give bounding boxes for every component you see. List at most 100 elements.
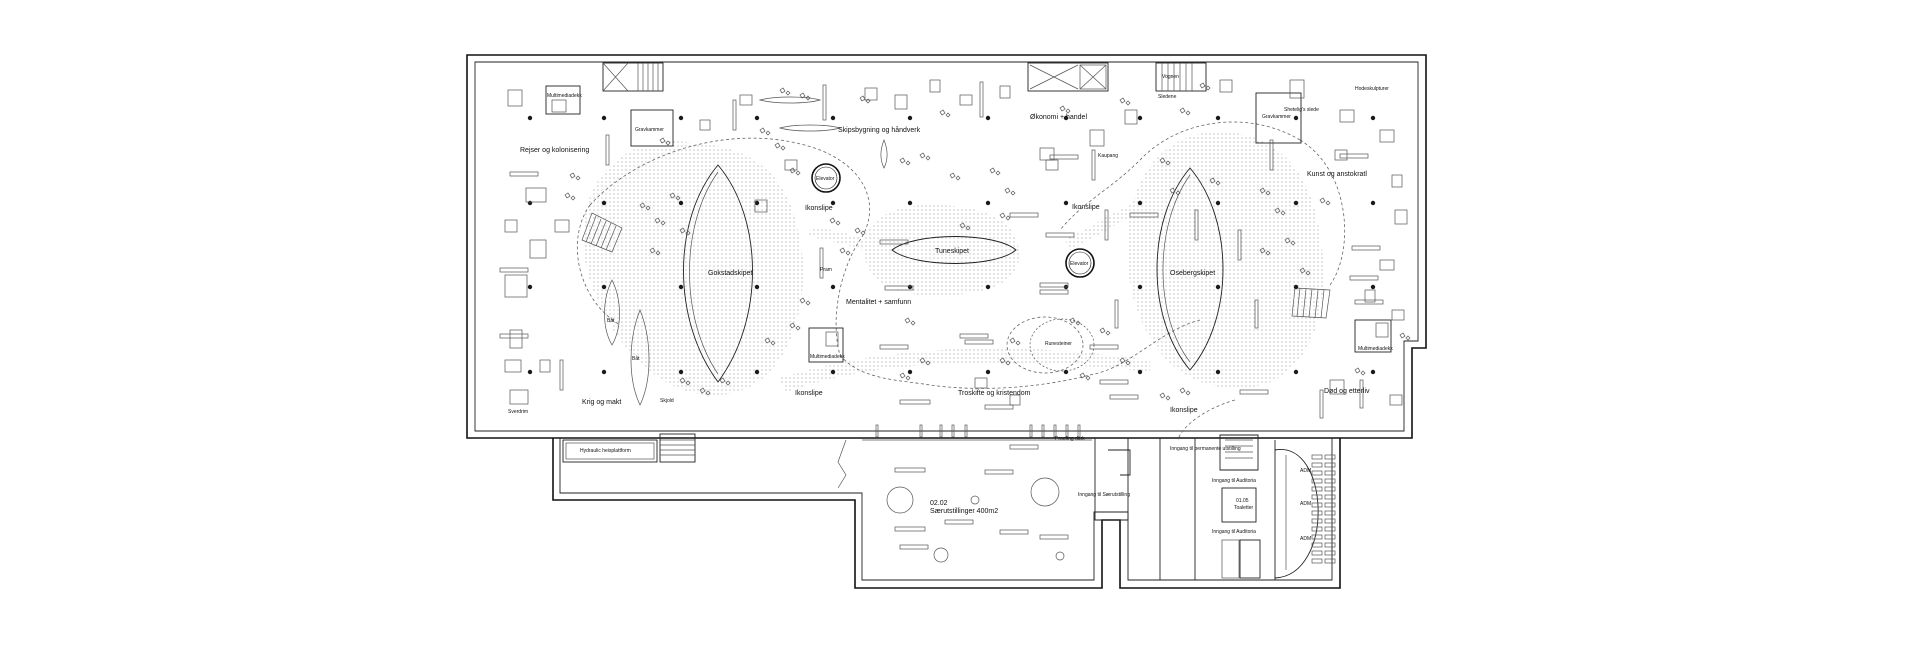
long-case <box>1339 153 1369 159</box>
artefact-mark <box>989 167 1001 176</box>
column <box>601 369 607 375</box>
lower-label-toilet-name: Toaletter <box>1234 505 1254 511</box>
artefact-mark <box>774 142 786 151</box>
artefact-mark <box>1004 187 1016 196</box>
artefact-mark <box>764 337 776 346</box>
artefact-mark <box>789 167 801 176</box>
column <box>985 369 991 375</box>
long-case <box>1009 212 1039 218</box>
artefact-mark <box>949 172 961 181</box>
display-case <box>504 359 522 373</box>
lower-label-inngang-saer: Inngang til Særutstilling <box>1078 492 1130 498</box>
tall-case <box>1319 389 1324 419</box>
artefact-mark <box>829 217 841 226</box>
room-label-ikonslipe-2: Ikonslipe <box>1072 204 1100 211</box>
display-case <box>525 187 547 203</box>
seat-row <box>1324 510 1336 516</box>
display-case <box>1045 159 1059 171</box>
tall-case <box>1194 209 1199 241</box>
artefact-mark <box>699 387 711 396</box>
top-stair-right <box>1155 62 1207 92</box>
zone-label-mentalitet: Mentalitet + samfunn <box>846 299 911 306</box>
artefact-mark <box>1299 267 1311 276</box>
artefact-mark <box>799 297 811 306</box>
elevator-left <box>811 163 841 193</box>
long-case <box>1239 389 1269 395</box>
lower-label-proofing: Proofing dark <box>1055 436 1085 442</box>
zone-label-dod: Død og etterliv <box>1324 388 1370 395</box>
display-case <box>1329 379 1345 395</box>
tall-case <box>1254 299 1259 329</box>
display-case <box>1089 129 1105 147</box>
multimedia-top-box <box>545 85 581 115</box>
multimedia-right-box <box>1354 319 1392 353</box>
display-case <box>1009 394 1021 406</box>
visitor-path <box>582 131 1324 396</box>
seat-row <box>1324 486 1336 492</box>
long-case <box>509 171 539 177</box>
lower-partition-mark <box>875 424 879 438</box>
artefact-mark <box>1209 177 1221 186</box>
artefact-mark <box>1274 207 1286 216</box>
display-case <box>929 79 941 93</box>
artefact-mark <box>839 247 851 256</box>
display-case <box>1379 259 1395 271</box>
lower-label-saer-code: 02.02 <box>930 500 948 507</box>
lower-case <box>944 519 974 525</box>
column <box>754 284 760 290</box>
small-boats <box>604 96 888 406</box>
column <box>985 200 991 206</box>
artefact-mark <box>899 372 911 381</box>
lower-label-saer-name: Særutstillinger 400m2 <box>930 508 998 515</box>
long-case <box>1045 232 1075 238</box>
display-case <box>864 87 878 101</box>
column <box>1293 284 1299 290</box>
display-case <box>539 359 551 373</box>
display-case <box>974 377 988 389</box>
column <box>1293 369 1299 375</box>
display-case <box>1339 109 1355 123</box>
column <box>678 284 684 290</box>
column <box>527 369 533 375</box>
long-case <box>1351 245 1381 251</box>
lower-partition-mark <box>1053 424 1057 438</box>
seat-row <box>1324 542 1336 548</box>
column <box>1063 369 1069 375</box>
artefact-mark <box>679 227 691 236</box>
display-case <box>1389 394 1403 406</box>
tall-case <box>979 81 984 118</box>
lower-stair-left <box>659 433 696 463</box>
seat-row <box>1311 486 1323 492</box>
display-case <box>1289 79 1305 99</box>
outer-walls <box>466 54 1427 589</box>
column <box>830 369 836 375</box>
artefact-mark <box>1119 357 1131 366</box>
room-label-hodeskulpturer: Hodeskulpturer <box>1355 86 1389 92</box>
ship-label-tune: Tuneskipet <box>935 248 969 255</box>
tall-case <box>822 84 827 121</box>
top-stair-mid <box>1027 62 1109 92</box>
zone-label-reiser: Rejser og kolonisering <box>520 147 589 154</box>
column <box>1063 200 1069 206</box>
auditorium-seats <box>1311 454 1336 564</box>
gravkammer-left-box <box>630 109 674 147</box>
tall-case <box>559 359 564 391</box>
exhibition-hall <box>837 439 1092 563</box>
column <box>830 115 836 121</box>
column <box>601 284 607 290</box>
room-label-baat2: Båt <box>632 355 640 362</box>
room-label-vognen: Vognen <box>1162 74 1179 80</box>
artefact-mark <box>1169 187 1181 196</box>
lower-case <box>984 469 1014 475</box>
tall-case <box>1359 379 1364 409</box>
artefact-mark <box>1079 372 1091 381</box>
column <box>907 284 913 290</box>
tall-case <box>1237 229 1242 261</box>
long-case <box>499 267 529 273</box>
seat-row <box>1324 478 1336 484</box>
seat-row <box>1311 454 1323 460</box>
room-label-gravkammer-right: Gravkammer <box>1262 114 1291 120</box>
ship-label-gokstad: Gokstadskipet <box>708 270 752 277</box>
room-label-elevator-left: Elevator <box>816 176 835 182</box>
artefact-mark <box>1354 367 1366 376</box>
